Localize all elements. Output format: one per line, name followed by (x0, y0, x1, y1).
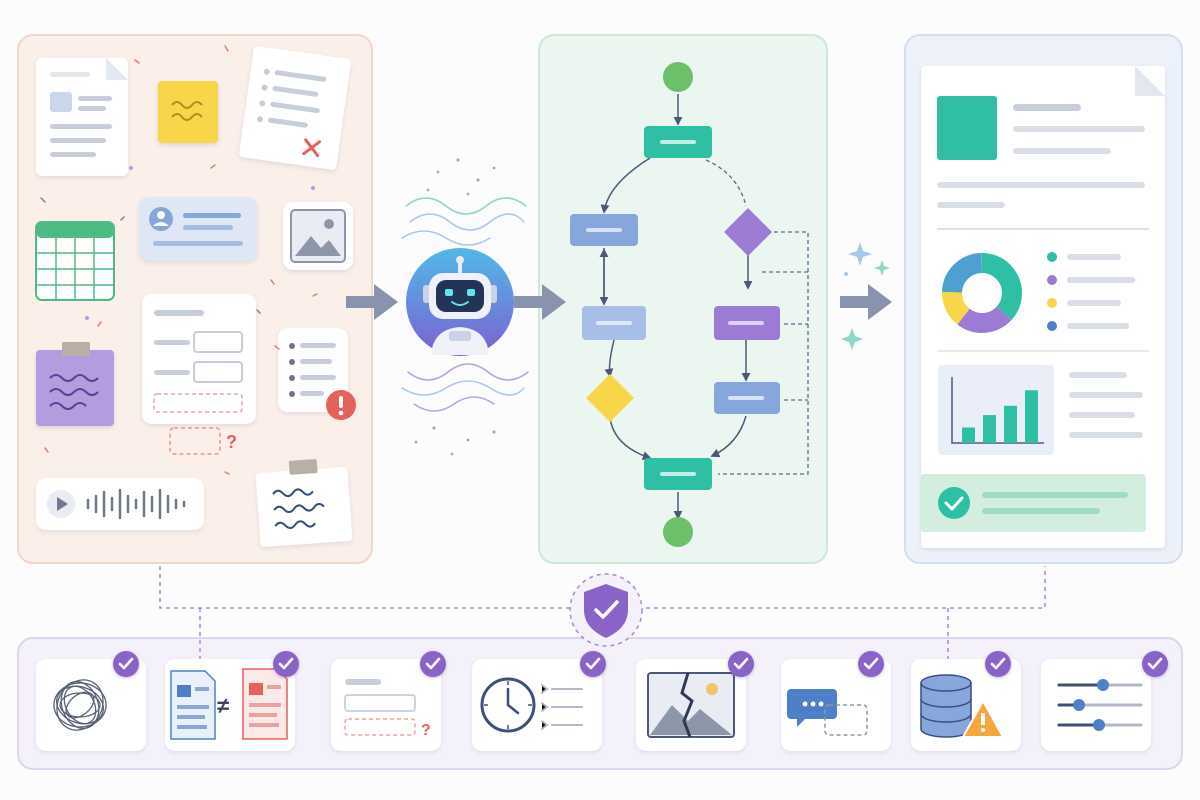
database-warning-icon (920, 674, 1005, 738)
check-badge (580, 651, 606, 677)
scattered-marks (40, 45, 318, 475)
broken-image-icon (647, 672, 735, 738)
sliders-icon (1057, 679, 1143, 731)
workflow-to-output-arrow (840, 284, 892, 320)
check-badge (113, 651, 139, 677)
data-waves (401, 158, 529, 456)
challenge-tile-missing-data: ? (331, 659, 441, 751)
bar (962, 427, 975, 443)
donut-chart (942, 253, 1022, 333)
challenge-tile-timing (472, 659, 602, 751)
start-node (663, 62, 693, 92)
form-card (142, 294, 256, 424)
document-item (36, 58, 128, 176)
rejected-notepad (238, 45, 352, 171)
check-badge (858, 651, 884, 677)
incomplete-form-icon: ? (344, 679, 431, 739)
challenge-tile-configuration (1041, 659, 1151, 751)
legend-dots (1047, 252, 1057, 331)
check-badge (1142, 651, 1168, 677)
challenge-tile-corrupted-media (636, 659, 746, 751)
validation-banner (920, 474, 1146, 532)
legend-dot (1047, 275, 1057, 285)
tangled-scribble-icon (53, 679, 107, 731)
check-badge (985, 651, 1011, 677)
assistant-to-workflow-arrow (514, 284, 566, 320)
challenge-tile-data-integrity (911, 659, 1021, 751)
right-decision-node (724, 208, 772, 256)
input-to-assistant-arrow (346, 284, 398, 320)
sticky-note (158, 81, 218, 143)
svg-text:?: ? (226, 432, 237, 452)
bar (1025, 390, 1038, 443)
check-badge (273, 651, 299, 677)
legend-dot (1047, 321, 1057, 331)
challenge-tile-inconsistency: ≠ (165, 659, 295, 751)
shield-check-icon (569, 573, 643, 647)
mismatched-documents-icon: ≠ (170, 668, 288, 740)
svg-text:≠: ≠ (217, 693, 229, 718)
workflow-diagram (570, 62, 809, 547)
sparkle-icon (841, 242, 890, 350)
clock-timeline-icon (480, 677, 583, 733)
svg-text:?: ? (421, 722, 431, 739)
bar (983, 415, 996, 443)
missing-field-icon: ? (169, 427, 237, 455)
legend-dot (1047, 298, 1057, 308)
legend-dot (1047, 252, 1057, 262)
spreadsheet-icon (35, 221, 115, 301)
check-badge (728, 651, 754, 677)
error-alert-icon (326, 390, 356, 420)
bar-chart (938, 365, 1054, 455)
robot-icon (406, 248, 514, 356)
handwritten-note (255, 458, 353, 548)
audio-clip (36, 478, 204, 530)
image-card (283, 202, 353, 270)
chat-bubble-icon (787, 689, 868, 736)
end-node (663, 517, 693, 547)
left-decision-node (586, 374, 634, 422)
check-badge (420, 651, 446, 677)
purple-note (36, 342, 114, 426)
profile-card (139, 197, 257, 261)
bar (1004, 405, 1017, 443)
